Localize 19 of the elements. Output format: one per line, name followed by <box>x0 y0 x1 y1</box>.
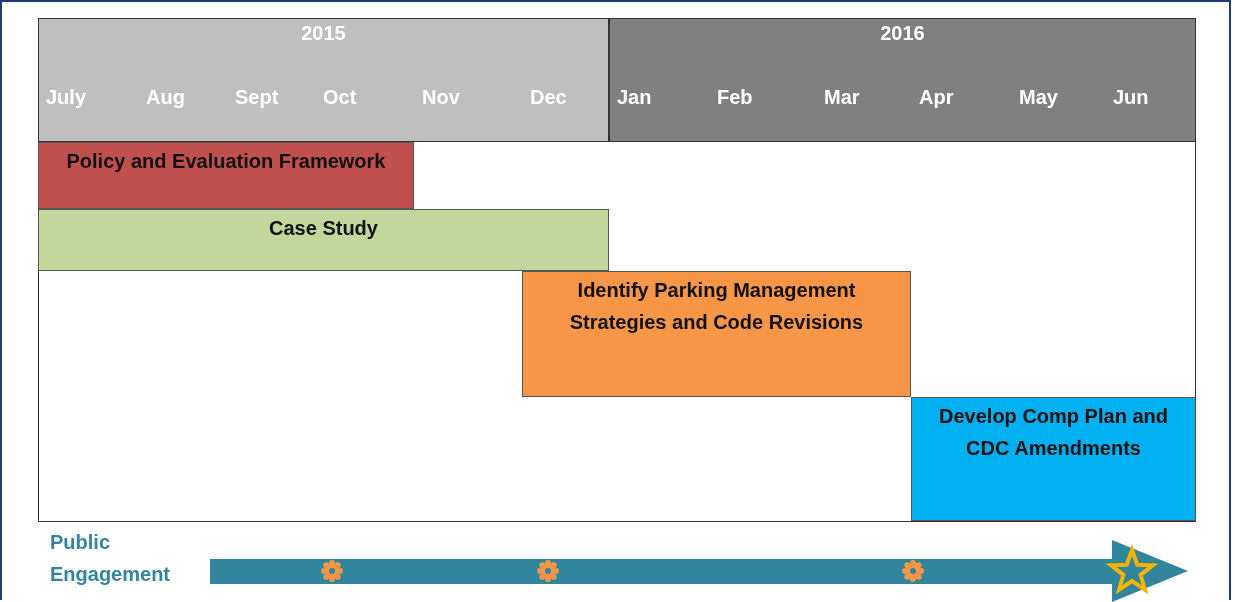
month-label: Nov <box>422 86 460 109</box>
month-label: Sept <box>235 86 279 109</box>
task-bar: Case Study <box>38 209 609 271</box>
task-bar: Policy and Evaluation Framework <box>38 142 414 209</box>
month-label: Mar <box>824 86 860 109</box>
month-label: Jan <box>617 86 652 109</box>
month-label: Oct <box>323 86 357 109</box>
task-bar: Develop Comp Plan and CDC Amendments <box>911 397 1196 521</box>
month-label: Dec <box>530 86 567 109</box>
task-bar: Identify Parking Management Strategies and Code Revisions <box>522 271 911 397</box>
year-label: 2015 <box>300 22 347 45</box>
year-label: 2016 <box>879 22 926 45</box>
month-label: Apr <box>919 86 954 109</box>
timeline-label: Public Engagement <box>50 530 172 587</box>
month-label: Aug <box>146 86 185 109</box>
month-label: July <box>46 86 87 109</box>
month-label: May <box>1019 86 1058 109</box>
month-label: Feb <box>717 86 753 109</box>
month-label: Jun <box>1113 86 1149 109</box>
